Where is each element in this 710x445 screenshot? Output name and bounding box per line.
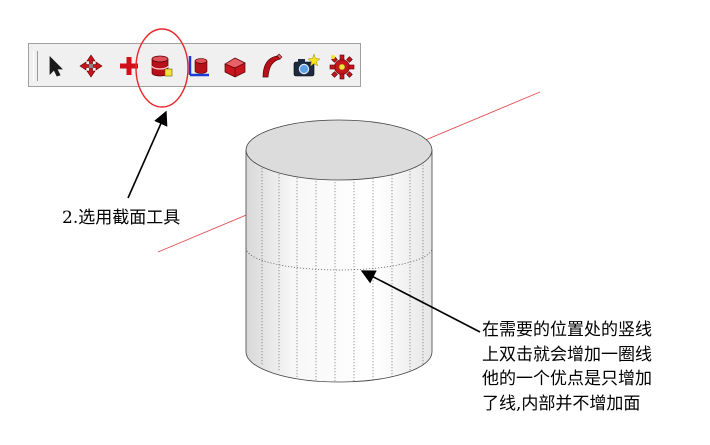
description-line: 上双击就会增加一圈线 [482, 344, 652, 365]
description-line: 了线,内部并不增加面 [482, 393, 641, 414]
push-pull-icon[interactable] [221, 52, 249, 80]
gear-settings-icon[interactable] [327, 52, 355, 80]
toolbar-grip[interactable] [33, 51, 38, 81]
description-line: 在需要的位置处的竖线 [482, 320, 652, 340]
tool-pointer-arrow [127, 110, 168, 199]
camera-sparkle-icon[interactable] [292, 52, 320, 80]
axes-cylinder-icon[interactable] [184, 52, 212, 80]
add-cross-icon[interactable] [115, 52, 143, 80]
section-plane-cylinder-icon[interactable] [147, 52, 175, 80]
toolbar [28, 43, 361, 87]
select-arrow-icon[interactable] [41, 52, 69, 80]
cylinder-model[interactable] [245, 119, 433, 383]
cylinder-top-face [245, 119, 433, 181]
cylinder-side [245, 149, 433, 383]
description-text: 在需要的位置处的竖线 上双击就会增加一圈线 他的一个优点是只增加 了线,内部并不… [482, 318, 704, 416]
ring-pointer-arrow [360, 270, 481, 333]
description-line: 他的一个优点是只增加 [482, 369, 652, 389]
follow-me-curve-icon[interactable] [257, 52, 285, 80]
added-ring-line [245, 247, 433, 271]
highlight-circle [135, 28, 189, 108]
step-label: 2.选用截面工具 [62, 208, 181, 228]
move-arrows-icon[interactable] [77, 52, 105, 80]
